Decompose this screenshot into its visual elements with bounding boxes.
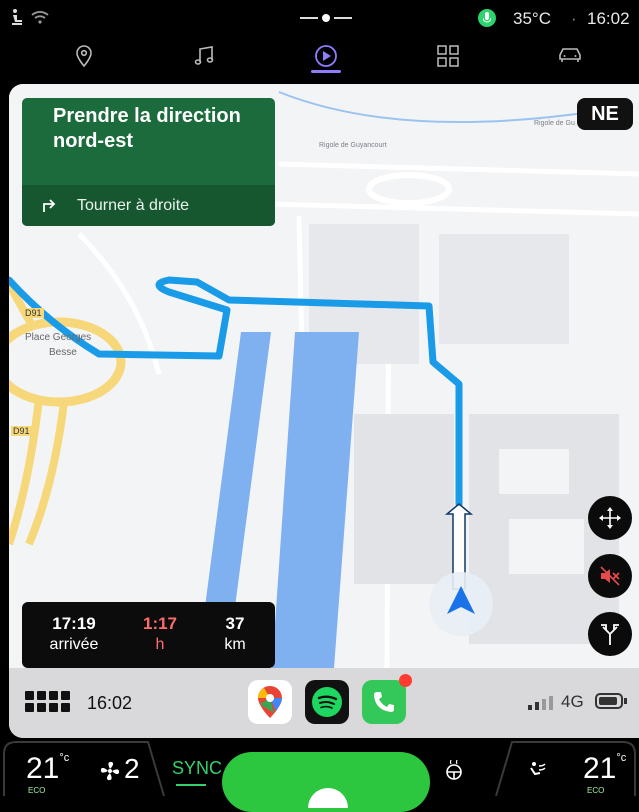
car-icon[interactable] (550, 38, 590, 74)
signal-strength-icon (528, 696, 553, 710)
left-temperature-value: 21 (26, 752, 60, 785)
navigation-map[interactable] (9, 84, 639, 668)
right-temperature-value: 21 (583, 752, 617, 785)
apps-grid-icon[interactable] (428, 38, 468, 74)
climate-bar: 21°c ECO 2 SYNC 21°c ECO (0, 740, 639, 812)
network-type: 4G (561, 692, 584, 711)
carplay-play-icon[interactable] (306, 38, 346, 74)
left-temperature-unit: °c (59, 752, 70, 764)
spotify-icon[interactable] (305, 680, 349, 724)
turn-instruction-card[interactable]: Prendre la direction nord-est Tourner à … (22, 98, 275, 226)
road-label-d91: D91 (23, 308, 44, 318)
battery-fill (599, 697, 617, 705)
right-temperature-unit: °c (616, 752, 627, 764)
microphone-badge-icon[interactable] (478, 9, 496, 27)
turn-right-icon (43, 199, 56, 212)
phone-icon[interactable] (362, 674, 412, 724)
battery-icon (595, 693, 623, 709)
home-button[interactable] (222, 752, 430, 812)
distance-column: 37 km (205, 614, 265, 656)
trip-duration: 1:17 (142, 614, 178, 633)
status-bar: 35°C · 16:02 (0, 0, 639, 38)
right-eco-label: ECO (587, 786, 605, 795)
turn-instruction-title: Prendre la direction nord-est (53, 105, 241, 152)
fan-speed: 2 (124, 753, 140, 784)
fan-icon[interactable] (98, 759, 122, 783)
arrival-time: 17:19 (52, 614, 96, 633)
sync-button[interactable]: SYNC (172, 758, 223, 778)
top-navigation (0, 38, 639, 82)
road-label-d91-2: D91 (11, 426, 32, 436)
active-tab-indicator (311, 70, 341, 73)
place-label: Place Georges (25, 332, 92, 343)
location-pin-icon[interactable] (64, 38, 104, 74)
right-temperature[interactable]: 21°c (583, 752, 626, 786)
next-turn-row: Tourner à droite (22, 185, 275, 226)
status-time: 16:02 (587, 9, 630, 28)
heated-steering-icon[interactable] (444, 760, 464, 782)
dock-time: 16:02 (87, 693, 133, 713)
left-eco-label: ECO (28, 786, 46, 795)
notification-badge (399, 674, 412, 687)
route-options-icon[interactable] (588, 612, 632, 656)
eta-card[interactable]: 17:19 arrivée 1:17 h 37 km (22, 602, 275, 668)
arrival-label: arrivée (49, 636, 99, 653)
canal-label: Rigole de Guyancourt (319, 142, 387, 149)
canal-label-2: Rigole de Gu (534, 120, 575, 127)
media-position-icon (300, 14, 352, 22)
duration-column: 1:17 h (130, 614, 190, 656)
apps-grid-icon[interactable] (25, 691, 71, 715)
next-turn-label: Tourner à droite (77, 197, 190, 214)
google-maps-icon[interactable] (248, 680, 292, 724)
carplay-screen: Rigole de Guyancourt Rigole de Gu D91 D9… (9, 84, 639, 738)
person-seat-icon (12, 9, 22, 25)
outside-temperature: 35°C (513, 9, 551, 28)
wifi-question-icon (31, 11, 49, 24)
duration-unit: h (155, 636, 165, 653)
compass-heading[interactable]: NE (577, 98, 633, 130)
music-note-icon[interactable] (184, 38, 224, 74)
move-arrows-icon[interactable] (588, 496, 632, 540)
carplay-dock: 16:02 4G (9, 668, 639, 738)
arrival-column: 17:19 arrivée (44, 614, 104, 656)
place-label-2: Besse (49, 347, 77, 358)
left-temperature[interactable]: 21°c (26, 752, 69, 786)
distance-unit: km (224, 636, 246, 653)
airflow-seat-icon[interactable] (525, 760, 547, 782)
trip-distance: 37 (225, 614, 245, 633)
status-separator: · (571, 9, 577, 28)
mute-icon[interactable] (588, 554, 632, 598)
